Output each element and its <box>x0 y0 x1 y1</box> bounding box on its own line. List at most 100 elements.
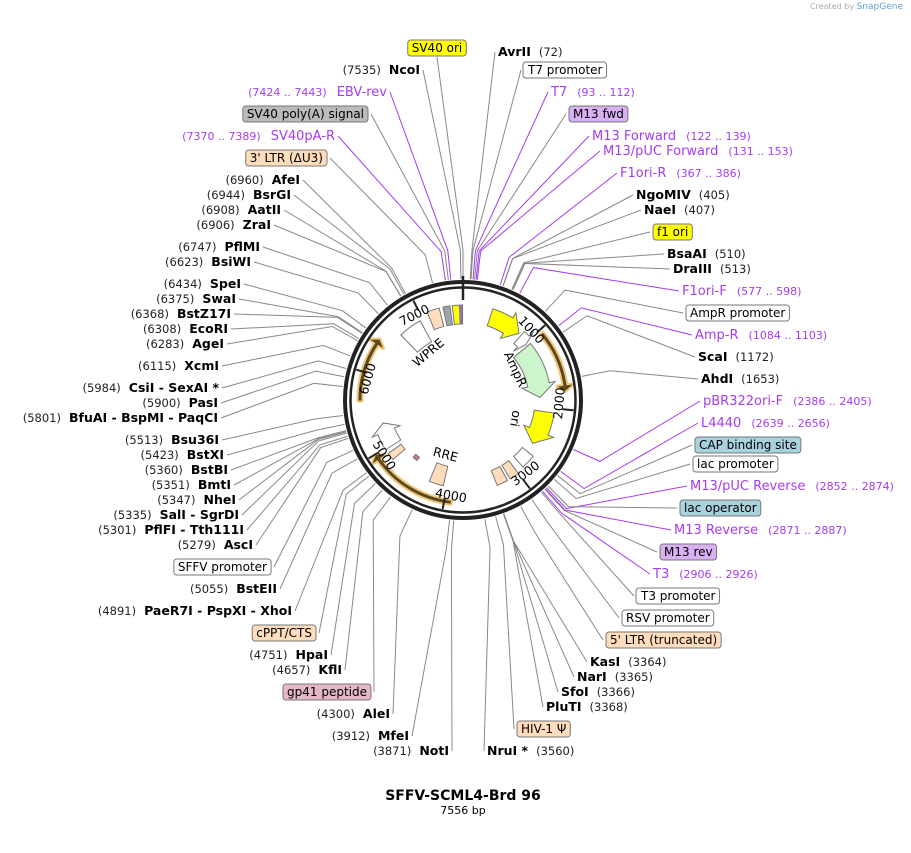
polya-feature[interactable] <box>442 305 454 327</box>
primer-label[interactable]: M13 Reverse(2871 .. 2887) <box>674 523 847 538</box>
enzyme-label[interactable]: NarI(3365) <box>577 669 653 684</box>
enzyme-label[interactable]: (6283)AgeI <box>146 336 224 351</box>
enzyme-label[interactable]: KasI(3364) <box>590 654 666 669</box>
enzyme-label[interactable]: (6434)SpeI <box>164 276 241 291</box>
cppt-feature[interactable] <box>387 443 406 461</box>
primer-label[interactable]: (7370 .. 7389)SV40pA-R <box>182 129 335 144</box>
f1-ori-arrow[interactable] <box>486 308 520 340</box>
feature-label[interactable]: M13 fwd <box>568 105 629 123</box>
wpre-feature[interactable] <box>400 320 433 353</box>
enzyme-name: NarI <box>577 669 607 684</box>
enzyme-label[interactable]: (5423)BstXI <box>141 447 224 462</box>
ltr-feature[interactable] <box>426 307 445 331</box>
enzyme-label[interactable]: (5335)SalI - SgrDI <box>113 507 239 522</box>
primer-label[interactable]: F1ori-F(577 .. 598) <box>682 284 801 299</box>
enzyme-label[interactable]: (6368)BstZ17I <box>131 306 231 321</box>
enzyme-label[interactable]: DraIII(513) <box>673 261 751 276</box>
primer-label[interactable]: T3(2906 .. 2926) <box>652 567 758 582</box>
primer-label[interactable]: F1ori-R(367 .. 386) <box>620 166 741 181</box>
primer-name: F1ori-F <box>682 284 727 299</box>
enzyme-label[interactable]: (5360)BstBI <box>145 462 228 477</box>
ltr5-feature[interactable] <box>501 459 520 480</box>
gp41-feature[interactable] <box>412 453 421 462</box>
enzyme-label[interactable]: ScaI(1172) <box>698 349 774 364</box>
orf-arrow[interactable] <box>370 452 454 506</box>
enzyme-label[interactable]: (6908)AatII <box>201 202 281 217</box>
enzyme-label[interactable]: (4300)AleI <box>317 706 390 721</box>
feature-label[interactable]: 3' LTR (ΔU3) <box>245 149 328 167</box>
primer-range: (2906 .. 2926) <box>679 568 758 581</box>
enzyme-label[interactable]: (6308)EcoRI <box>143 321 228 336</box>
enzyme-label[interactable]: BsaAI(510) <box>667 246 746 261</box>
feature-label[interactable]: CAP binding site <box>694 436 802 454</box>
primer-label[interactable]: M13/pUC Reverse(2852 .. 2874) <box>690 479 894 494</box>
feature-label[interactable]: T3 promoter <box>635 587 721 605</box>
enzyme-label[interactable]: SfoI(3366) <box>561 684 635 699</box>
enzyme-label[interactable]: (6960)AfeI <box>226 172 301 187</box>
enzyme-label[interactable]: NruI *(3560) <box>487 743 574 758</box>
feature-label[interactable]: RSV promoter <box>621 609 715 627</box>
feature-label[interactable]: SV40 ori <box>407 39 467 57</box>
ampr-arrow[interactable] <box>512 342 557 399</box>
enzyme-label[interactable]: (5801)BfuAI - BspMI - PaqCI <box>23 410 218 425</box>
enzyme-label[interactable]: (4657)KflI <box>272 662 342 677</box>
primer-site[interactable] <box>460 304 464 325</box>
enzyme-label[interactable]: (5301)PflFI - Tth111I <box>98 522 244 537</box>
primer-label[interactable]: L4440(2639 .. 2656) <box>701 416 830 431</box>
leader-line <box>294 472 367 612</box>
primer-label[interactable]: T7(93 .. 112) <box>550 85 635 100</box>
feature-label[interactable]: M13 rev <box>659 543 718 561</box>
hiv-psi-feature[interactable] <box>490 465 509 487</box>
feature-label[interactable]: T7 promoter <box>522 61 608 79</box>
enzyme-label[interactable]: (4751)HpaI <box>249 647 328 662</box>
feature-label[interactable]: AmpR promoter <box>685 304 790 322</box>
primer-label[interactable]: M13/pUC Forward(131 .. 153) <box>603 144 793 159</box>
enzyme-label[interactable]: (5347)NheI <box>157 492 236 507</box>
enzyme-label[interactable]: (6375)SwaI <box>156 291 236 306</box>
feature-label[interactable]: SFFV promoter <box>173 558 272 576</box>
feature-label[interactable]: lac operator <box>679 499 762 517</box>
enzyme-label[interactable]: (3912)MfeI <box>332 728 409 743</box>
sffv-promoter-arrow[interactable] <box>370 422 402 451</box>
enzyme-label[interactable]: (5279)AscI <box>178 537 253 552</box>
enzyme-label[interactable]: (5513)Bsu36I <box>125 432 219 447</box>
enzyme-label[interactable]: (5351)BmtI <box>152 477 231 492</box>
ori-arrow[interactable] <box>523 409 556 445</box>
feature-label[interactable]: HIV-1 Ψ <box>516 720 571 738</box>
enzyme-label[interactable]: NgoMIV(405) <box>636 187 730 202</box>
enzyme-label[interactable]: (6906)ZraI <box>196 217 271 232</box>
rre-feature[interactable] <box>428 462 449 487</box>
enzyme-label[interactable]: (6115)XcmI <box>138 358 219 373</box>
enzyme-label[interactable]: (5984)CsiI - SexAI * <box>83 380 220 395</box>
orf-arrow[interactable] <box>356 337 385 403</box>
enzyme-label[interactable]: (3871)NotI <box>373 743 449 758</box>
feature-label[interactable]: SV40 poly(A) signal <box>242 105 369 123</box>
enzyme-label[interactable]: (6623)BsiWI <box>165 254 251 269</box>
plasmid-name: SFFV-SCML4-Brd 96 <box>385 788 541 804</box>
primer-label[interactable]: (7424 .. 7443)EBV-rev <box>248 85 387 100</box>
enzyme-label[interactable]: (5900)PasI <box>142 395 218 410</box>
primer-label[interactable]: Amp-R(1084 .. 1103) <box>695 328 827 343</box>
feature-label[interactable]: gp41 peptide <box>282 683 372 701</box>
enzyme-label[interactable]: PluTI(3368) <box>546 699 628 714</box>
feature-label[interactable]: f1 ori <box>652 223 693 241</box>
enzyme-label[interactable]: NaeI(407) <box>644 202 715 217</box>
enzyme-label[interactable]: (7535)NcoI <box>343 62 420 77</box>
lac-feature[interactable] <box>512 446 535 468</box>
enzyme-label[interactable]: AhdI(1653) <box>701 371 779 386</box>
feature-box <box>568 105 629 123</box>
enzyme-label[interactable]: AvrII(72) <box>498 44 562 59</box>
primer-label[interactable]: M13 Forward(122 .. 139) <box>592 129 751 144</box>
enzyme-label[interactable]: (5055)BstEII <box>190 581 277 596</box>
enzyme-pos: (3560) <box>536 744 574 758</box>
primer-label[interactable]: pBR322ori-F(2386 .. 2405) <box>703 394 872 409</box>
ampr-promoter-arrow[interactable] <box>512 330 534 352</box>
orf-arrow[interactable] <box>538 330 575 393</box>
feature-label[interactable]: cPPT/CTS <box>251 624 317 642</box>
enzyme-label[interactable]: (4891)PaeR7I - PspXI - XhoI <box>98 603 292 618</box>
enzyme-label[interactable]: (6747)PflMI <box>178 239 260 254</box>
sv40-ori-feature[interactable] <box>451 304 461 326</box>
enzyme-label[interactable]: (6944)BsrGI <box>207 187 291 202</box>
feature-label[interactable]: lac promoter <box>692 455 779 473</box>
feature-label[interactable]: 5' LTR (truncated) <box>605 631 722 649</box>
